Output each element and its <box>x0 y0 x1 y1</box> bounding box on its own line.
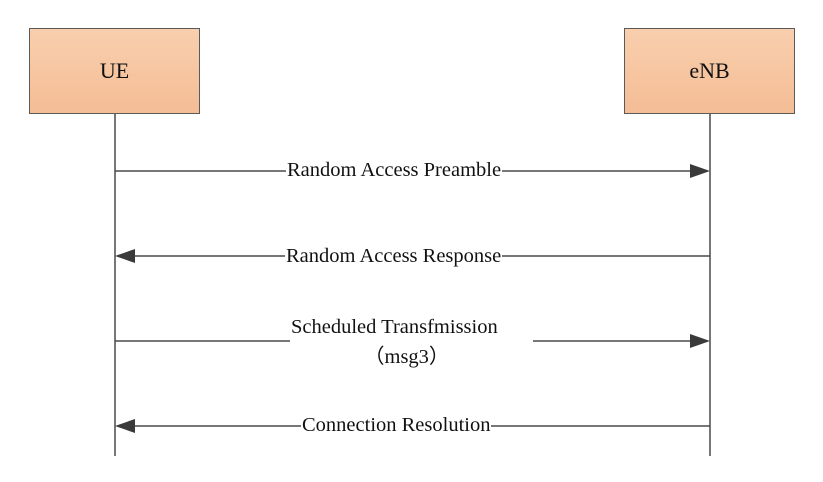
ue-label: UE <box>99 58 130 83</box>
enb-box: eNB <box>624 28 795 114</box>
msg2-arrowhead <box>115 249 135 263</box>
msg1-arrowhead <box>690 164 710 178</box>
enb-label: eNB <box>689 58 730 83</box>
enb-box-fill <box>624 28 795 114</box>
msg3-sublabel: （msg3） <box>363 345 451 369</box>
msg4-label: Connection Resolution <box>301 413 492 437</box>
msg2-label: Random Access Response <box>285 244 503 268</box>
msg4-arrowhead <box>115 419 135 433</box>
msg3-arrowhead <box>690 334 710 348</box>
ue-box: UE <box>29 28 200 114</box>
msg1-label: Random Access Preamble <box>286 158 503 182</box>
msg3-label: Scheduled Transfmission <box>290 315 499 339</box>
ue-box-fill <box>29 28 200 114</box>
